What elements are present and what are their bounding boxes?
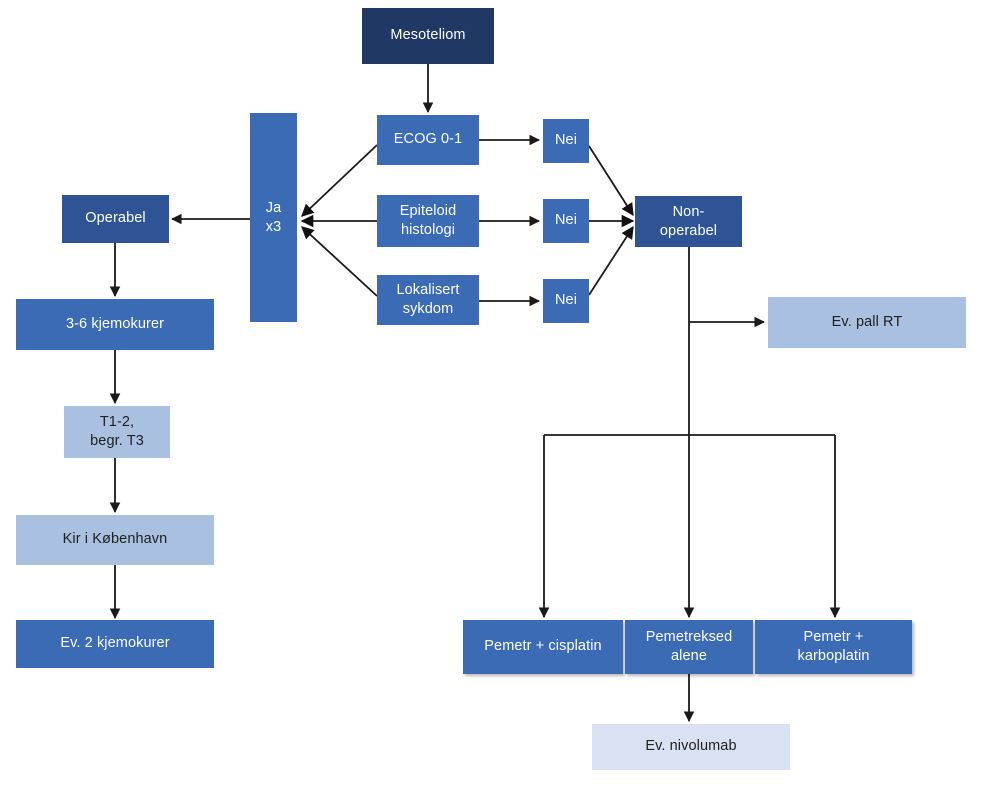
- node-pemetr-karboplatin-label-line1: Pemetr +: [803, 629, 864, 646]
- node-nei-1[interactable]: Nei: [543, 119, 589, 163]
- node-nei-2-label: Nei: [554, 212, 578, 229]
- edge-nei1-to-nonoperabel: [588, 145, 634, 217]
- node-kir-kobenhavn[interactable]: Kir i København: [16, 515, 214, 565]
- node-t-stage-label-line2: begr. T3: [90, 433, 144, 449]
- node-mesoteliom[interactable]: Mesoteliom: [362, 8, 494, 64]
- edge-ecog-to-ja: [301, 144, 378, 217]
- node-ecog[interactable]: ECOG 0-1: [377, 115, 479, 165]
- node-operabel[interactable]: Operabel: [62, 195, 169, 243]
- node-ev-nivolumab-label: Ev. nivolumab: [645, 738, 737, 755]
- node-lokalisert-sykdom[interactable]: Lokalisert sykdom: [377, 275, 479, 325]
- node-nei-3[interactable]: Nei: [543, 279, 589, 323]
- edge-nei3-to-nonoperabel: [588, 225, 634, 296]
- node-pemetr-karboplatin-label-line2: karboplatin: [797, 648, 870, 664]
- node-3-6-kjemokurer-label: 3-6 kjemokurer: [65, 315, 165, 332]
- node-ecog-label: ECOG 0-1: [393, 131, 463, 148]
- node-pemetreksed-alene-label-line2: alene: [671, 648, 707, 664]
- edge-lokalisert-to-ja: [301, 226, 378, 297]
- node-ev-pall-rt[interactable]: Ev. pall RT: [768, 297, 966, 348]
- node-operabel-label: Operabel: [85, 210, 146, 227]
- node-ja-x3-label-line1: Ja: [265, 199, 282, 216]
- node-ev-2-kjemokurer-label: Ev. 2 kjemokurer: [60, 635, 170, 652]
- node-ja-x3[interactable]: Ja x3: [250, 113, 297, 322]
- node-ev-nivolumab[interactable]: Ev. nivolumab: [592, 724, 790, 770]
- node-nei-1-label: Nei: [554, 132, 578, 149]
- node-non-operabel[interactable]: Non- operabel: [635, 196, 742, 247]
- node-non-operabel-label-line1: Non-: [672, 203, 705, 220]
- node-lokalisert-label-line2: sykdom: [402, 301, 454, 317]
- node-pemetreksed-alene[interactable]: Pemetreksed alene: [625, 620, 753, 674]
- node-pemetr-cisplatin[interactable]: Pemetr + cisplatin: [463, 620, 623, 674]
- node-kir-kobenhavn-label: Kir i København: [62, 531, 168, 548]
- node-epiteloid-label-line1: Epiteloid: [399, 203, 457, 220]
- node-non-operabel-label-line2: operabel: [659, 222, 718, 239]
- node-epiteloid-histologi[interactable]: Epiteloid histologi: [377, 195, 479, 247]
- node-pemetreksed-alene-label-line1: Pemetreksed: [645, 629, 733, 646]
- node-3-6-kjemokurer[interactable]: 3-6 kjemokurer: [16, 299, 214, 350]
- node-ja-x3-label-line2: x3: [265, 218, 282, 235]
- node-pemetr-karboplatin[interactable]: Pemetr + karboplatin: [755, 620, 912, 674]
- node-nei-3-label: Nei: [554, 292, 578, 309]
- node-epiteloid-label-line2: histologi: [400, 222, 456, 238]
- node-ev-2-kjemokurer[interactable]: Ev. 2 kjemokurer: [16, 620, 214, 668]
- node-ev-pall-rt-label: Ev. pall RT: [831, 313, 903, 330]
- node-t-stage-label-line1: T1-2,: [99, 414, 135, 431]
- node-pemetr-cisplatin-label: Pemetr + cisplatin: [484, 638, 602, 655]
- node-nei-2[interactable]: Nei: [543, 199, 589, 243]
- node-mesoteliom-label: Mesoteliom: [390, 27, 466, 44]
- node-t-stage[interactable]: T1-2, begr. T3: [64, 406, 170, 458]
- node-lokalisert-label-line1: Lokalisert: [396, 282, 460, 299]
